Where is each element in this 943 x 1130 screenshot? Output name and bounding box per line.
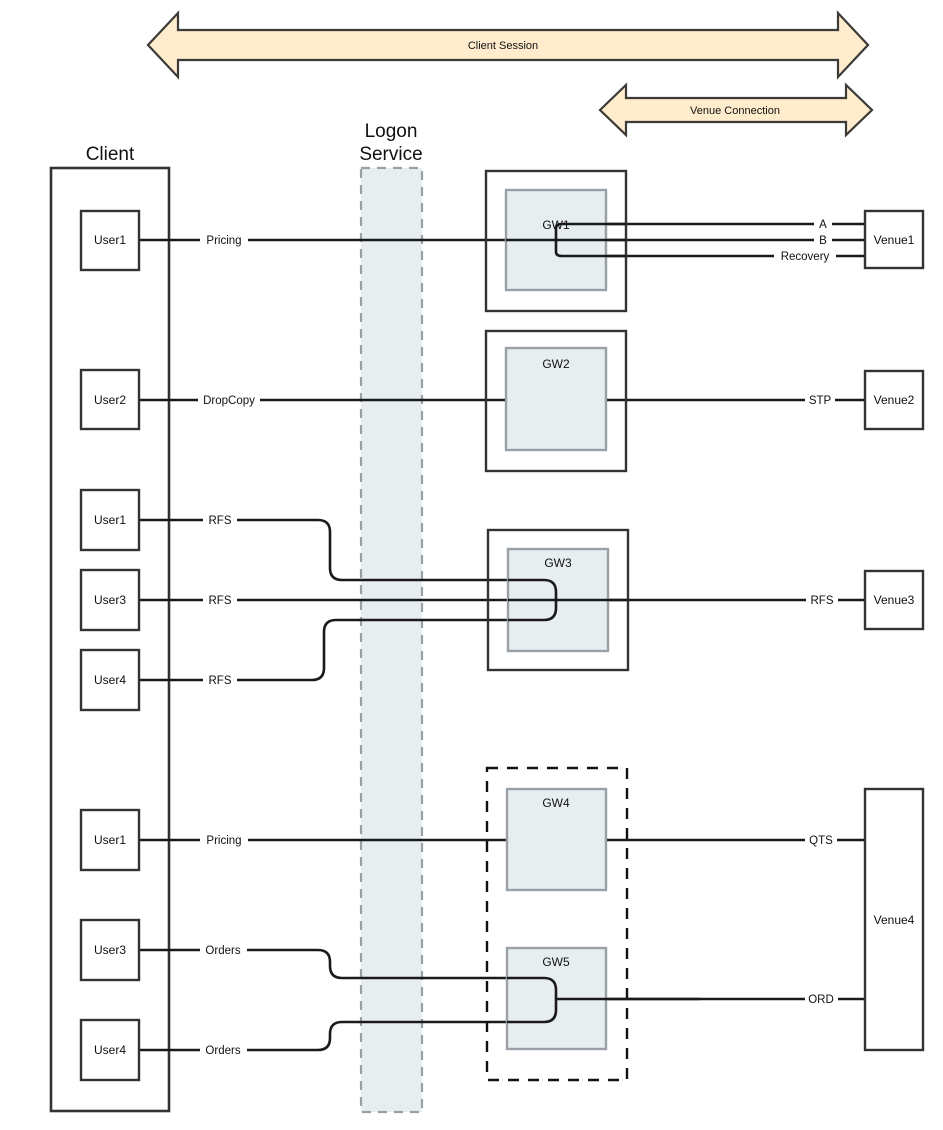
link-label-orders-3: Orders xyxy=(205,945,240,957)
gw3-label: GW3 xyxy=(544,556,572,570)
user-label: User1 xyxy=(94,833,126,847)
client-group-title: Client xyxy=(86,144,135,165)
venue-label: Venue4 xyxy=(874,913,915,927)
user-label: User1 xyxy=(94,513,126,527)
user-label: User2 xyxy=(94,393,126,407)
venue4-gateway-container xyxy=(485,766,629,1082)
link-label-dropcopy: DropCopy xyxy=(203,395,255,407)
user-label: User3 xyxy=(94,593,126,607)
gw4-label: GW4 xyxy=(542,796,570,810)
user-box-u4-ord[interactable]: User4 xyxy=(79,1018,141,1082)
link-label-session-stp: STP xyxy=(809,395,832,407)
link-label-session-ord: ORD xyxy=(808,994,834,1006)
user-label: User1 xyxy=(94,233,126,247)
venue-label: Venue1 xyxy=(874,233,915,247)
line-rfs-user1 xyxy=(139,518,558,600)
venue-box-venue1[interactable]: Venue1 xyxy=(863,209,925,270)
link-label-rfs-1: RFS xyxy=(209,515,232,527)
user-label: User3 xyxy=(94,943,126,957)
link-label-pricing-2: Pricing xyxy=(206,835,241,847)
venue-link-labels: A B Recovery STP RFS QTS ORD xyxy=(774,216,838,1007)
user-box-u1-qts[interactable]: User1 xyxy=(79,808,141,872)
gw4-box xyxy=(505,787,608,892)
user-box-u4-rfs[interactable]: User4 xyxy=(79,648,141,712)
user-boxes: User1 User2 User1 User3 User4 User1 xyxy=(79,209,141,1082)
gw4-group: GW4 xyxy=(505,787,608,892)
client-link-labels: Pricing DropCopy RFS RFS RFS Pricing Ord… xyxy=(198,232,260,1058)
logon-service-title-line1: Logon xyxy=(365,121,418,142)
link-label-session-b: B xyxy=(819,235,827,247)
connection-lines xyxy=(139,222,865,1052)
client-session-label: Client Session xyxy=(468,40,538,52)
venue-boxes: Venue1 Venue2 Venue3 Venue4 xyxy=(863,209,925,1052)
gw1-merge-recovery xyxy=(554,240,626,258)
link-label-orders-4: Orders xyxy=(205,1045,240,1057)
link-label-session-a: A xyxy=(819,219,827,231)
gw2-outer-box xyxy=(484,329,628,473)
link-label-rfs-3: RFS xyxy=(209,595,232,607)
user-box-u3-rfs[interactable]: User3 xyxy=(79,568,141,632)
user-box-u3-ord[interactable]: User3 xyxy=(79,918,141,982)
gw2-box xyxy=(504,346,608,452)
user-label: User4 xyxy=(94,1043,126,1057)
user-box-u1-rfs[interactable]: User1 xyxy=(79,488,141,552)
client-session-arrow: Client Session xyxy=(146,10,870,80)
logon-service-column xyxy=(359,166,424,1114)
logon-service-title-line2: Service xyxy=(359,144,422,165)
user-box-u1-pricing[interactable]: User1 xyxy=(79,209,141,272)
link-label-session-rfs: RFS xyxy=(811,595,834,607)
venue-box-venue2[interactable]: Venue2 xyxy=(863,369,925,431)
client-container xyxy=(49,166,171,1113)
venue-connection-label: Venue Connection xyxy=(690,105,780,117)
gw2-label: GW2 xyxy=(542,357,570,371)
gateway-merge-strokes xyxy=(506,222,700,1024)
venue-box-venue4[interactable]: Venue4 xyxy=(863,787,925,1052)
link-label-pricing-1: Pricing xyxy=(206,235,241,247)
link-label-rfs-4: RFS xyxy=(209,675,232,687)
gw5-label: GW5 xyxy=(542,955,570,969)
link-label-session-recovery: Recovery xyxy=(781,251,830,263)
user-label: User4 xyxy=(94,673,126,687)
gw2-group: GW2 xyxy=(484,329,628,473)
venue-label: Venue3 xyxy=(874,593,915,607)
line-rfs-user4 xyxy=(139,600,558,682)
venue-box-venue3[interactable]: Venue3 xyxy=(863,569,925,631)
link-label-session-qts: QTS xyxy=(809,835,833,847)
venue-connection-arrow: Venue Connection xyxy=(598,82,874,138)
gw1-merge-a xyxy=(554,222,626,240)
user-box-u2-dropcopy[interactable]: User2 xyxy=(79,368,141,431)
venue-label: Venue2 xyxy=(874,393,915,407)
